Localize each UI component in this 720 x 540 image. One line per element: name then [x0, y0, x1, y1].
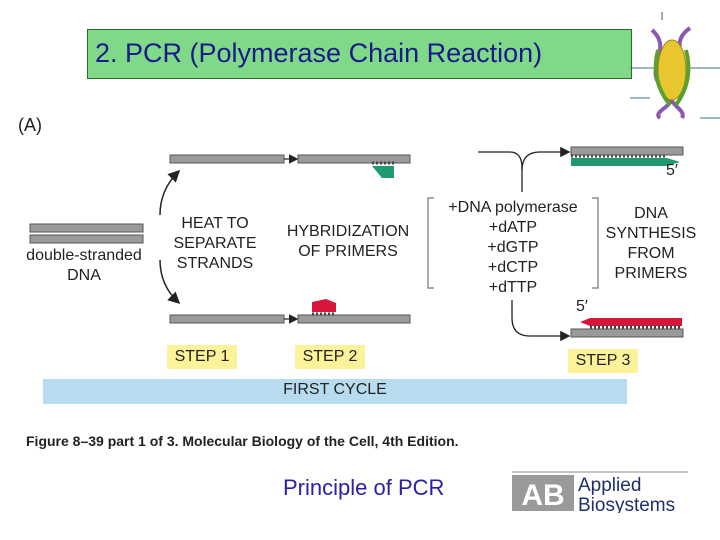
- reagent-3: +dGTP: [487, 239, 539, 256]
- reagent-2: +dATP: [488, 219, 538, 236]
- start-label-line2: DNA: [67, 267, 101, 284]
- five-prime-bottom: 5′: [576, 298, 588, 315]
- synthesis-label-line4: PRIMERS: [614, 265, 688, 282]
- hybrid-label-line2: OF PRIMERS: [298, 243, 398, 260]
- heat-label-line2: SEPARATE: [173, 235, 257, 252]
- step1-strand-top: [169, 154, 285, 164]
- step3-new-strand-green: [571, 158, 667, 166]
- heat-label-line3: STRANDS: [176, 255, 254, 272]
- cycle-bar: [43, 379, 627, 404]
- step3-strand-bottom: [570, 328, 684, 338]
- step-3-label: STEP 3: [568, 349, 638, 373]
- step2-strand-top: [297, 154, 411, 164]
- reagent-1: +DNA polymerase: [448, 199, 578, 216]
- slide-title: 2. PCR (Polymerase Chain Reaction): [95, 38, 543, 68]
- hybrid-label-line1: HYBRIDIZATION: [286, 223, 410, 240]
- step3-new-strand-red: [590, 318, 682, 326]
- reagent-bracket-right: [592, 197, 599, 289]
- step2-strand-bottom: [297, 314, 411, 324]
- synthesis-label-line3: FROM: [627, 245, 675, 262]
- synthesis-label-line2: SYNTHESIS: [605, 225, 697, 242]
- logo-mark: AB: [521, 479, 564, 512]
- start-label-line1: double-stranded: [26, 247, 142, 264]
- synthesis-label-line1: DNA: [634, 205, 668, 222]
- primer-red: [312, 299, 336, 312]
- primer-green: [372, 166, 394, 178]
- title-box: [87, 29, 632, 79]
- heat-label-line1: HEAT TO: [181, 215, 249, 232]
- corn-dna-icon: [630, 12, 720, 120]
- figure-caption: Figure 8–39 part 1 of 3. Molecular Biolo…: [26, 433, 459, 449]
- step-1-label: STEP 1: [167, 345, 237, 369]
- start-strand-bottom: [29, 234, 144, 244]
- panel-label: (A): [18, 115, 42, 135]
- start-strand-top: [29, 223, 144, 233]
- five-prime-top: 5′: [666, 162, 678, 179]
- reagent-bracket-left: [427, 197, 434, 289]
- step3-strand-top: [570, 146, 684, 156]
- reagent-4: +dCTP: [487, 259, 539, 276]
- step1-strand-bottom: [169, 314, 285, 324]
- heat-arrow-up: [159, 169, 181, 216]
- heat-arrow-down: [159, 259, 181, 305]
- synthesis-arrow-top: [478, 151, 523, 192]
- reagent-5: +dTTP: [488, 279, 538, 296]
- logo-line1: Applied: [578, 475, 641, 496]
- principle-label: Principle of PCR: [283, 475, 445, 500]
- synthesis-arrow-bottom: [511, 300, 571, 342]
- cycle-label: FIRST CYCLE: [283, 381, 387, 398]
- applied-biosystems-logo: AB Applied Biosystems: [512, 471, 692, 516]
- step-2-label: STEP 2: [295, 345, 365, 369]
- logo-line2: Biosystems: [578, 495, 675, 513]
